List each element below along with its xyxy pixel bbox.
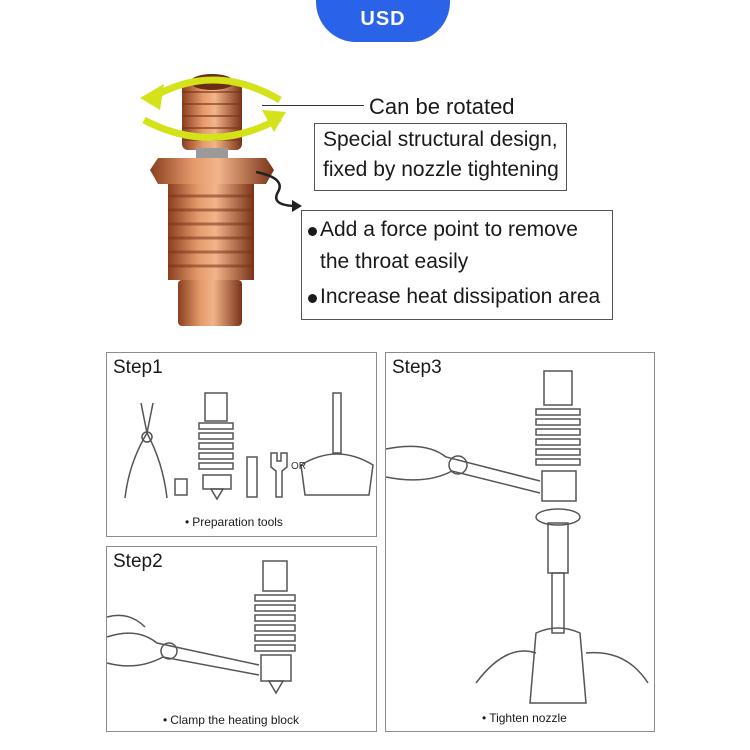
or-label: OR	[291, 461, 306, 472]
step2-title: Step2	[113, 551, 163, 572]
step2-caption: Clamp the heating block	[163, 713, 299, 727]
step1-illustration: OR	[124, 392, 374, 501]
step1-caption: Preparation tools	[185, 515, 283, 529]
screwdriver-icon	[300, 392, 374, 496]
badge-text: USD	[360, 8, 406, 30]
step2-panel: Step2 Clamp the heating block	[106, 546, 377, 732]
pliers-icon	[124, 402, 168, 499]
features-callout-box: Add a force point to remove the throat e…	[301, 210, 613, 320]
heat-break-illustration	[140, 74, 302, 326]
step3-panel: Step3 Tighten nozzle	[385, 352, 655, 732]
structure-line-2: fixed by nozzle tightening	[323, 158, 559, 181]
step2-illustration	[106, 560, 296, 695]
step1-panel: Step1	[106, 352, 377, 537]
feature-2-line-1: Increase heat dissipation area	[320, 285, 601, 308]
bullet-dot	[308, 294, 317, 303]
step3-caption: Tighten nozzle	[482, 711, 567, 725]
step1-title: Step1	[113, 357, 163, 378]
feature-1-line-1: Add a force point to remove	[320, 218, 578, 241]
rotate-label: Can be rotated	[369, 94, 515, 119]
heat-break-product	[130, 60, 310, 340]
rotation-arrow-icon	[140, 76, 286, 141]
bullet-dot	[308, 227, 317, 236]
curved-arrow-icon	[255, 170, 302, 212]
wrench-icon	[270, 452, 288, 498]
rotate-callout-line	[262, 105, 364, 106]
structure-line-1: Special structural design,	[323, 128, 558, 151]
usd-badge: USD	[316, 0, 450, 42]
step3-title: Step3	[392, 357, 442, 378]
step3-illustration	[385, 370, 649, 704]
feature-1-line-2: the throat easily	[320, 250, 469, 273]
structure-callout-box: Special structural design, fixed by nozz…	[314, 123, 567, 191]
